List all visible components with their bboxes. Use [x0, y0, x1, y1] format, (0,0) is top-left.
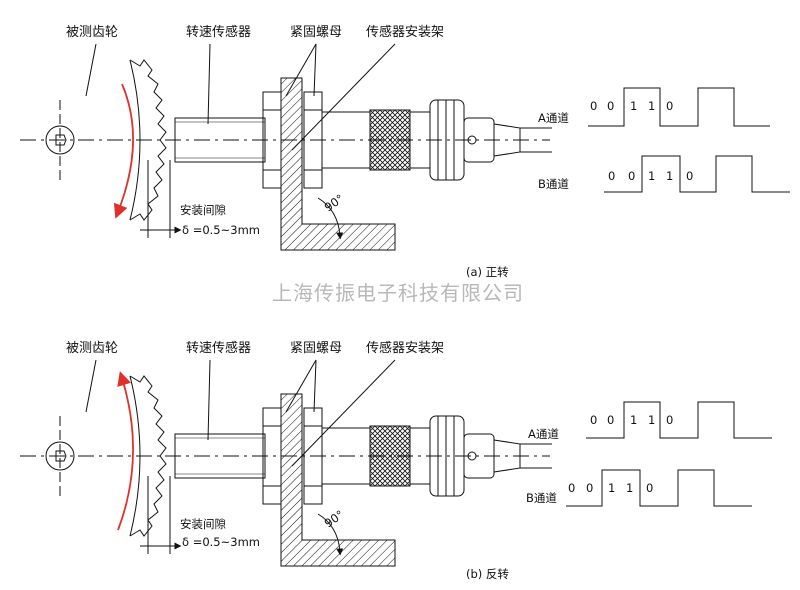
caption-a: (a) 正转: [466, 265, 509, 279]
label-gear-a: 被测齿轮: [66, 25, 118, 40]
channel-a-wave-b: [586, 401, 772, 439]
label-gap-value-a: δ =0.5~3mm: [182, 223, 260, 237]
label-gear-b: 被测齿轮: [66, 341, 118, 356]
channel-b-bit-1-a: 0: [628, 169, 635, 183]
label-sensor-b: 转速传感器: [186, 340, 251, 356]
channel-b-bit-4-a: 0: [686, 169, 693, 183]
label-nut-b: 紧固螺母: [290, 341, 342, 356]
channel-b-bit-2-a: 1: [648, 169, 655, 183]
channel-b-bit-3-a: 1: [666, 169, 673, 183]
channel-a-wave-a: [588, 87, 770, 127]
channel-a-bit-0-b: 0: [590, 413, 597, 427]
channel-b-bit-4-b: 0: [646, 481, 653, 495]
label-nut-a: 紧固螺母: [290, 25, 342, 40]
channel-b-bit-2-b: 1: [608, 481, 615, 495]
label-angle-a: 90°: [322, 191, 347, 214]
company-watermark: 上海传振电子科技有限公司: [272, 281, 524, 305]
channel-a-bit-1-a: 0: [607, 99, 614, 113]
rotation-arrow-a: [113, 83, 134, 219]
sensor-assembly-drawing-a: [20, 44, 552, 250]
channel-a-bit-3-b: 1: [648, 413, 655, 427]
label-sensor-a: 转速传感器: [186, 24, 251, 40]
channel-b-label-b: B通道: [526, 491, 557, 505]
channel-b-bit-1-b: 0: [586, 481, 593, 495]
channel-a-bit-2-b: 1: [630, 413, 637, 427]
label-gap-a: 安装间隙: [180, 203, 226, 217]
channel-b-bit-0-a: 0: [608, 169, 615, 183]
channel-b-label-a: B通道: [538, 177, 569, 191]
rotation-arrow-b: [117, 371, 134, 531]
channel-a-bit-3-a: 1: [648, 99, 655, 113]
label-gap-value-b: δ =0.5~3mm: [182, 535, 260, 549]
panel-b: 被测齿轮 转速传感器 紧固螺母 传感器安装架 安装间隙 δ =0.5~3mm 9…: [20, 340, 772, 581]
label-bracket-a: 传感器安装架: [366, 24, 444, 40]
caption-b: (b) 反转: [466, 567, 509, 581]
channel-a-bit-4-b: 0: [666, 413, 673, 427]
label-bracket-b: 传感器安装架: [366, 340, 444, 356]
channel-b-wave-a: [604, 155, 790, 193]
channel-a-bit-0-a: 0: [590, 99, 597, 113]
channel-a-bit-4-a: 0: [666, 99, 673, 113]
channel-a-bit-1-b: 0: [607, 413, 614, 427]
sensor-assembly-drawing-b: [20, 360, 552, 566]
channel-a-label-b: A通道: [528, 427, 559, 441]
channel-b-bit-0-b: 0: [568, 481, 575, 495]
channel-b-wave-b: [566, 469, 752, 507]
label-angle-b: 90°: [322, 507, 347, 530]
panel-a: 被测齿轮 转速传感器 紧固螺母 传感器安装架 安装间隙 δ =0.5~3mm 9…: [20, 24, 790, 279]
channel-b-bit-3-b: 1: [626, 481, 633, 495]
channel-a-label-a: A通道: [538, 111, 569, 125]
label-gap-b: 安装间隙: [180, 517, 226, 531]
channel-a-bit-2-a: 1: [630, 99, 637, 113]
